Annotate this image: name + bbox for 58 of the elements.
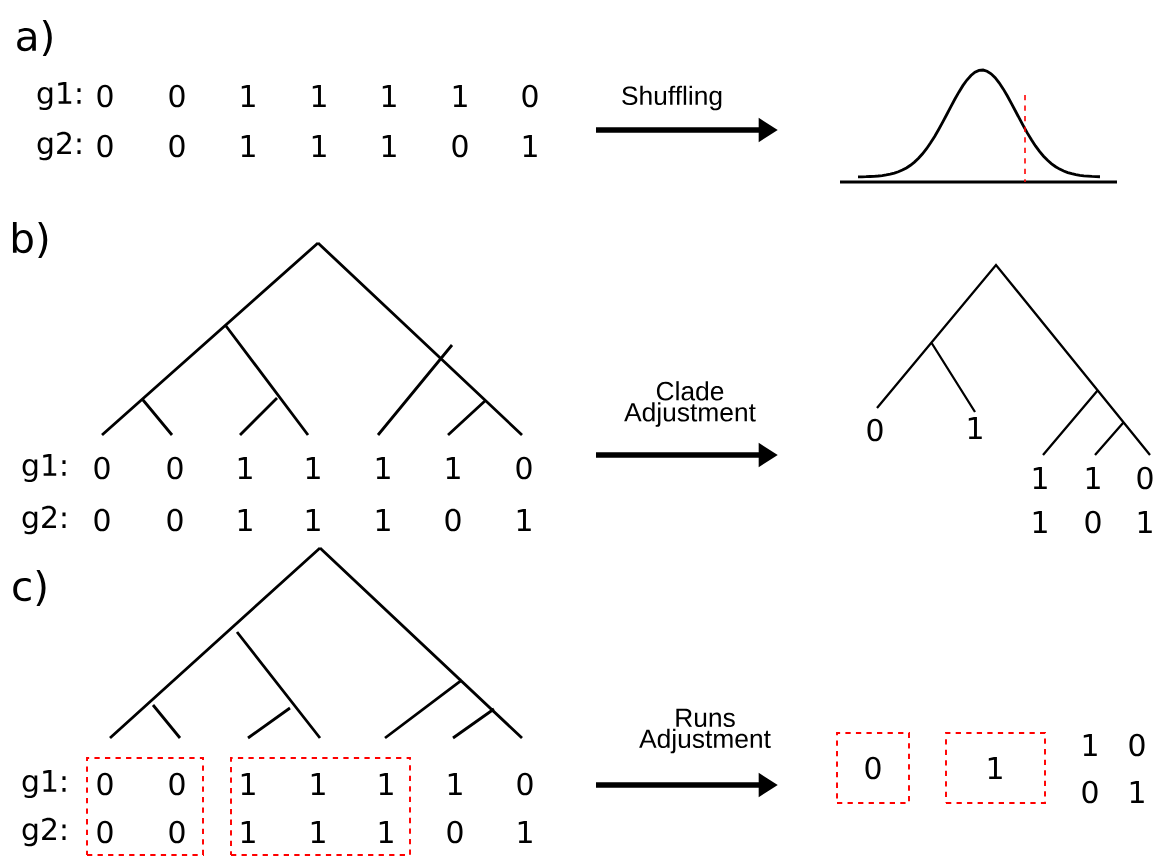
matrix-value: 1 bbox=[241, 135, 255, 157]
matrix-value: 1 bbox=[241, 85, 255, 107]
matrix-value: 0 bbox=[517, 772, 533, 796]
matrix-value: 0 bbox=[169, 84, 185, 108]
arrow-label: Clade Adjustment bbox=[624, 381, 756, 427]
panel-letter: b) bbox=[12, 221, 48, 258]
matrix-value: 0 bbox=[97, 134, 113, 158]
matrix-value: 0 bbox=[169, 134, 185, 158]
matrix-value: 0 bbox=[94, 456, 110, 480]
matrix-value: 1 bbox=[238, 457, 252, 479]
arrow-label: Shuffling bbox=[622, 85, 722, 111]
matrix-value: 1 bbox=[306, 509, 320, 531]
matrix-value: 1 bbox=[518, 821, 532, 843]
matrix-value: 1 bbox=[1130, 781, 1144, 803]
row-label: g2: bbox=[22, 505, 66, 535]
row-label: g1: bbox=[22, 454, 66, 482]
matrix-value: 0 bbox=[1129, 733, 1145, 757]
matrix-value: 0 bbox=[167, 508, 183, 532]
highlight-box: 0 0 0 0 bbox=[86, 757, 204, 856]
matrix-value: 0 bbox=[97, 84, 113, 108]
matrix-value: 0 bbox=[452, 134, 468, 158]
highlight-box: 1 bbox=[945, 732, 1046, 804]
matrix-value: 0 bbox=[1137, 466, 1153, 490]
matrix-value: 0 bbox=[447, 820, 463, 844]
highlight-box: 0 bbox=[836, 732, 910, 804]
matrix-value: 1 bbox=[1083, 734, 1097, 756]
matrix-value: 0 bbox=[445, 508, 461, 532]
matrix-value: 1 bbox=[517, 509, 531, 531]
row-label: g2: bbox=[37, 131, 81, 161]
matrix-value: 1 bbox=[312, 135, 326, 157]
matrix-value: 1 bbox=[306, 457, 320, 479]
arrow-label: Runs Adjustment bbox=[639, 708, 771, 754]
matrix-value: 1 bbox=[1033, 467, 1047, 489]
matrix-value: 1 bbox=[448, 773, 462, 795]
matrix-value: 1 bbox=[453, 85, 467, 107]
matrix-value: 1 bbox=[312, 85, 326, 107]
matrix-value: 0 bbox=[516, 456, 532, 480]
matrix-value: 0 bbox=[1082, 780, 1098, 804]
matrix-value: 0 bbox=[1085, 510, 1101, 534]
matrix-value: 1 bbox=[376, 457, 390, 479]
matrix-value: 0 bbox=[522, 84, 538, 108]
matrix-value: 1 bbox=[1138, 511, 1152, 533]
matrix-value: 0 bbox=[94, 508, 110, 532]
highlight-box: 1 1 1 1 1 1 bbox=[230, 757, 411, 856]
matrix-value: 1 bbox=[1033, 511, 1047, 533]
row-label: g1: bbox=[37, 82, 81, 110]
matrix-value: 0 bbox=[867, 418, 883, 442]
matrix-value: 0 bbox=[167, 456, 183, 480]
panel-letter: a) bbox=[17, 20, 52, 56]
matrix-value: 1 bbox=[238, 509, 252, 531]
panel-letter: c) bbox=[13, 570, 46, 606]
matrix-value: 1 bbox=[382, 135, 396, 157]
matrix-value: 1 bbox=[968, 417, 982, 439]
matrix-value: 1 bbox=[1086, 467, 1100, 489]
matrix-value: 1 bbox=[376, 509, 390, 531]
matrix-value: 1 bbox=[523, 135, 537, 157]
matrix-value: 1 bbox=[446, 457, 460, 479]
matrix-value: 1 bbox=[382, 85, 396, 107]
